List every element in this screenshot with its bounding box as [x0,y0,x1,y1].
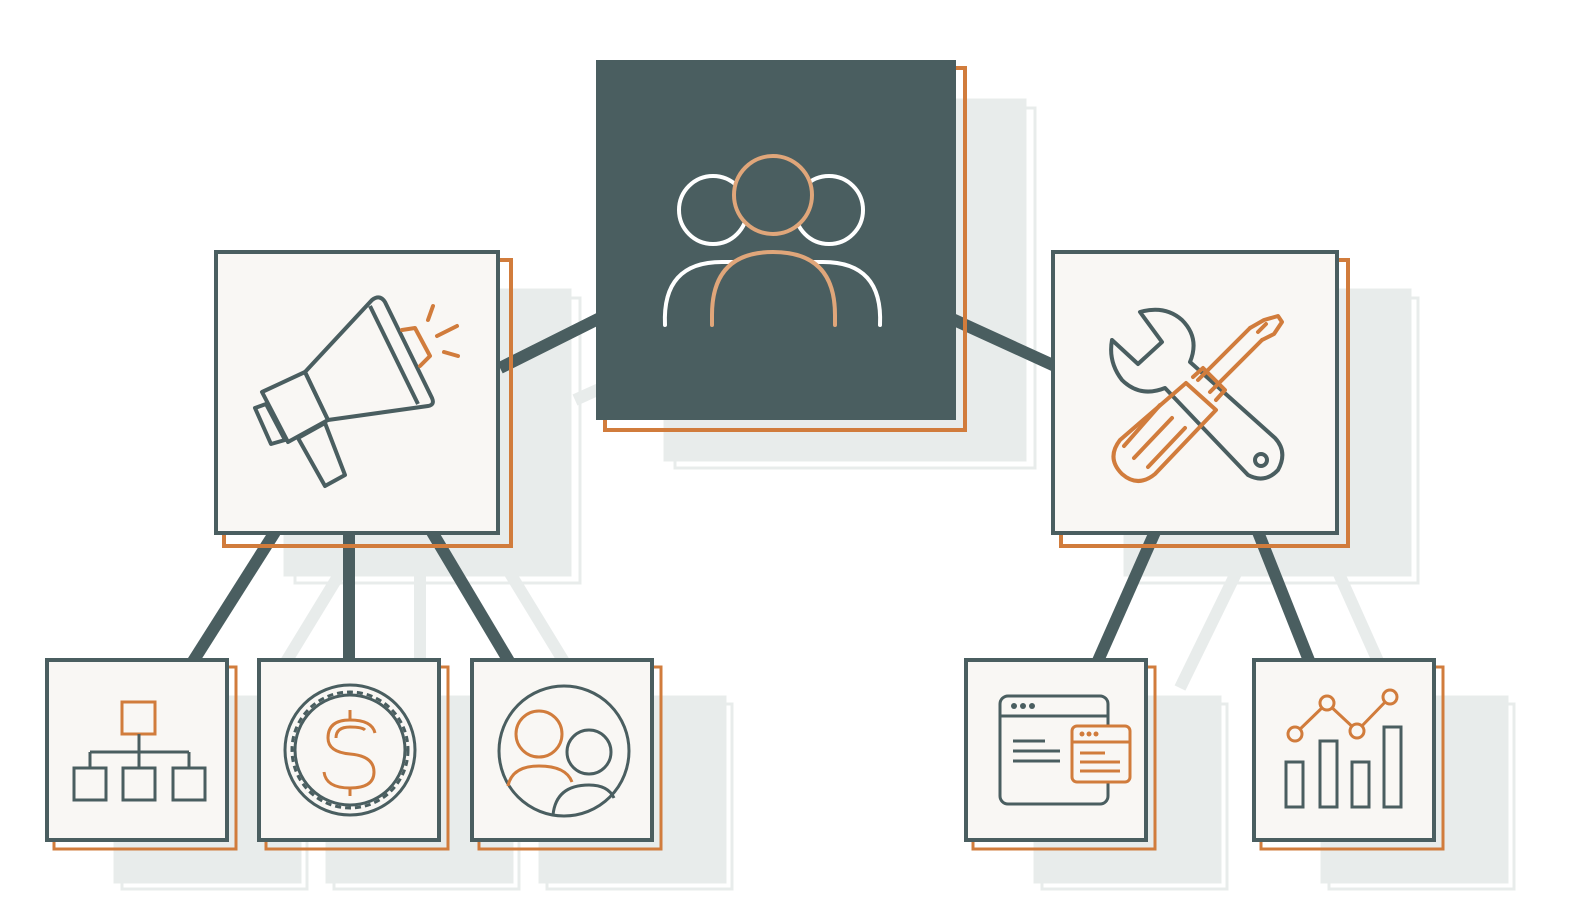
node-tools [1051,250,1350,548]
leaf-org-chart [45,658,238,851]
connectors [186,312,1316,667]
megaphone-icon [253,295,460,488]
connector-right-child-1 [1091,529,1161,666]
org-chart-icon [72,700,207,802]
node-megaphone [214,250,513,548]
dollar-coin-icon [283,683,417,817]
wrench-screwdriver-icon [1109,307,1285,483]
leaf-dollar-coin [257,658,450,851]
team-icon [662,154,883,327]
root-node [596,60,967,432]
leaf-users-circle [470,658,663,851]
connector-root-right [947,312,1058,372]
leaf-browser-windows [964,658,1157,851]
leaf-line-bar-chart [1252,658,1445,851]
users-circle-icon [497,684,631,818]
browser-windows-icon [998,694,1132,806]
connector-right-child-2 [1252,529,1316,666]
connector-left-child-1 [186,528,281,667]
connector-left-child-3 [426,528,516,667]
connector-root-left [497,312,603,374]
line-bar-chart-icon [1284,688,1403,809]
